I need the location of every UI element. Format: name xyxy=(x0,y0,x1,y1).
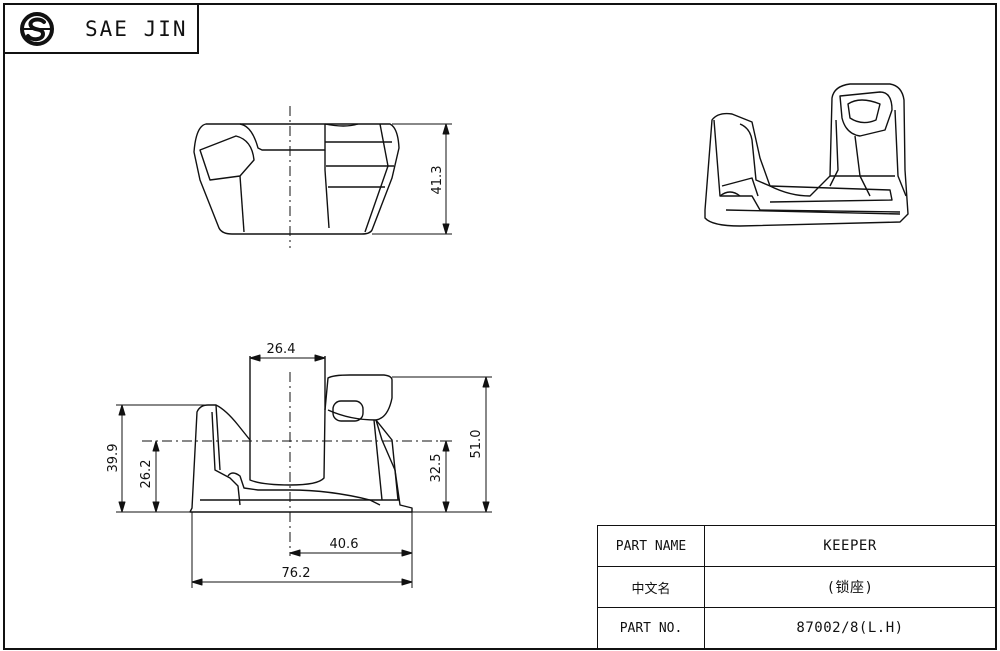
dim-half-width: 40.6 xyxy=(330,537,359,552)
title-row-chinese-name: 中文名 (锁座) xyxy=(597,566,996,608)
brand-name: SAE JIN xyxy=(85,17,188,41)
part-name-value: KEEPER xyxy=(704,525,996,567)
title-row-part-name: PART NAME KEEPER xyxy=(597,525,996,567)
sheet-border xyxy=(3,3,997,650)
dim-slot-width: 26.4 xyxy=(267,342,296,357)
dim-right-inner-height: 32.5 xyxy=(429,454,444,483)
dim-left-inner-height: 26.2 xyxy=(139,460,154,489)
dim-left-height: 39.9 xyxy=(106,444,121,473)
dim-total-width: 76.2 xyxy=(282,566,311,581)
logo-block: SAE JIN xyxy=(3,3,199,54)
title-block: PART NAME KEEPER 中文名 (锁座) PART NO. 87002… xyxy=(597,525,996,649)
front-view xyxy=(189,356,413,513)
dim-total-height: 51.0 xyxy=(469,430,484,459)
chinese-name-value: (锁座) xyxy=(704,566,996,608)
sae-jin-logo-icon xyxy=(20,12,54,46)
top-view xyxy=(193,123,400,235)
dim-top-height: 41.3 xyxy=(430,166,445,195)
title-row-part-no: PART NO. 87002/8(L.H) xyxy=(597,607,996,649)
chinese-name-label: 中文名 xyxy=(597,566,705,608)
part-no-label: PART NO. xyxy=(597,607,705,649)
part-no-value: 87002/8(L.H) xyxy=(704,607,996,649)
part-name-label: PART NAME xyxy=(597,525,705,567)
isometric-view xyxy=(704,83,909,227)
